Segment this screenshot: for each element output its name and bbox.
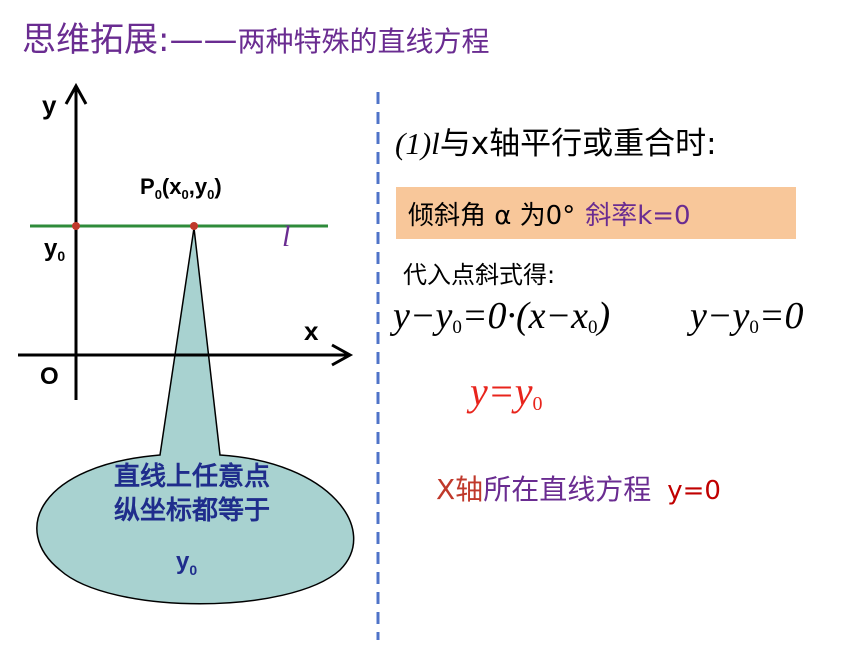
line-l-label: l: [282, 220, 290, 253]
case-number: (1): [395, 126, 432, 161]
x-axis-arrow: [331, 343, 354, 367]
y0-label: y0: [44, 235, 65, 264]
callout-balloon: [36, 227, 355, 605]
origin-label: O: [40, 363, 59, 390]
substitute-text: 代入点斜式得:: [403, 261, 556, 289]
title-sub: 两种特殊的直线方程: [237, 25, 490, 58]
point-label: P0(x0,y0): [140, 174, 222, 202]
angle-text: 倾斜角 α 为0°: [408, 200, 576, 231]
x-axis-eq: y=0: [667, 476, 721, 506]
x-axis-equation: X轴所在直线方程 y=0: [436, 468, 721, 508]
callout-y0: y0: [176, 548, 198, 578]
x-axis-word: X轴: [436, 473, 484, 506]
y0-point: [72, 222, 80, 230]
callout-line1: 直线上任意点: [113, 461, 270, 491]
case-line-name: l: [431, 126, 440, 161]
equation-point-slope: y−y0=0·(x−x0): [393, 295, 611, 338]
slope-text: 斜率k=0: [585, 200, 691, 231]
y-axis-label: y: [42, 90, 57, 120]
slope-box: 倾斜角 α 为0° 斜率k=0: [396, 187, 796, 239]
equation-result: y=y0: [470, 369, 543, 415]
p0-point: [190, 222, 198, 230]
callout-text: 直线上任意点 纵坐标都等于: [62, 459, 322, 527]
title-main: 思维拓展:——: [22, 20, 238, 60]
y-axis-arrow: [64, 82, 88, 105]
x-axis-label: x: [304, 316, 319, 346]
equation-simplified: y−y0=0: [690, 295, 804, 338]
x-axis-desc: 所在直线方程: [483, 473, 652, 506]
callout-line2: 纵坐标都等于: [113, 495, 270, 525]
case-text: 与x轴平行或重合时:: [439, 126, 717, 162]
slide-title: 思维拓展:——两种特殊的直线方程: [22, 12, 489, 61]
case-heading: (1)l与x轴平行或重合时:: [395, 118, 717, 163]
